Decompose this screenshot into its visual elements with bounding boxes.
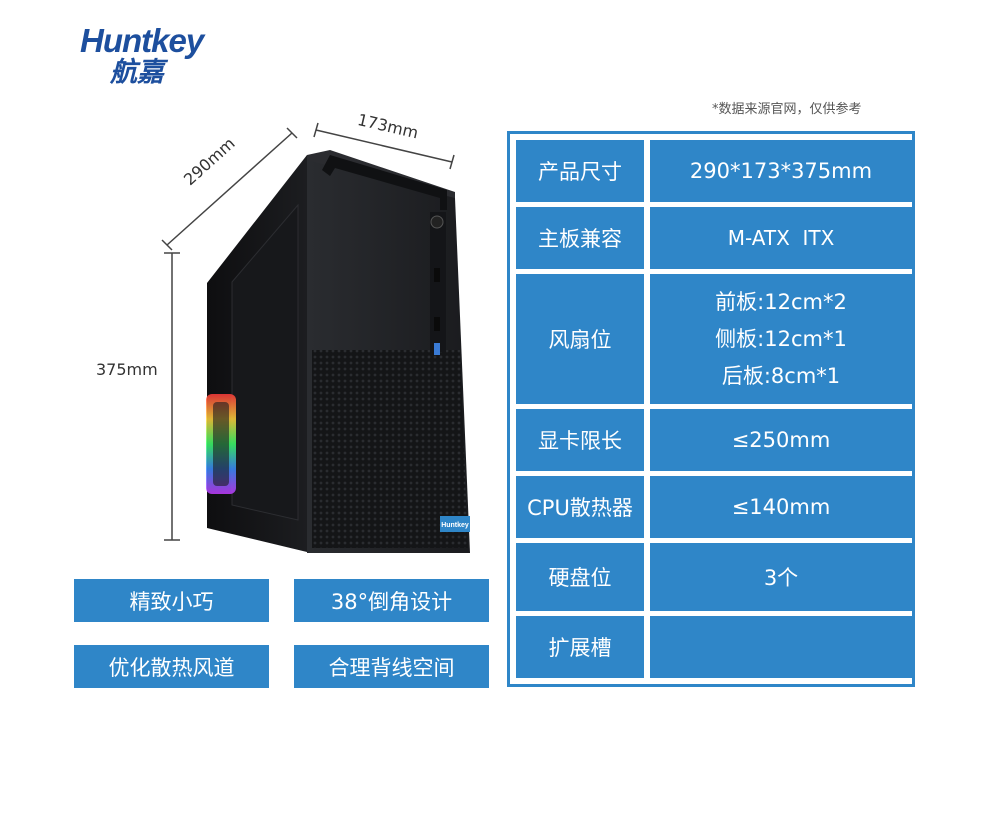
spec-label-motherboard: 主板兼容 xyxy=(516,207,644,269)
spec-label-drive-bays: 硬盘位 xyxy=(516,543,644,611)
brand-name-en: Huntkey xyxy=(80,22,204,59)
spec-label-fans: 风扇位 xyxy=(516,274,644,404)
disclaimer-note: *数据来源官网，仅供参考 xyxy=(712,102,862,117)
brand-logo: Huntkey 航嘉 xyxy=(80,24,230,88)
feature-compact: 精致小巧 xyxy=(74,579,269,622)
spec-value-line: 前板:12cm*2 xyxy=(715,289,847,314)
spec-value-line: 侧板:12cm*1 xyxy=(715,326,847,351)
spec-value-line: M-ATX ITX xyxy=(727,226,835,250)
spec-label-cpu-cooler: CPU散热器 xyxy=(516,476,644,538)
spec-value-size: 290*173*375mm xyxy=(650,140,912,202)
brand-name-cn: 航嘉 xyxy=(110,57,164,88)
spec-value-drive-bays: 3个 xyxy=(650,543,912,611)
height-dimension-line xyxy=(164,252,180,541)
spec-table: 产品尺寸 290*173*375mm 主板兼容 M-ATX ITX 风扇位 前板… xyxy=(507,131,915,687)
spec-value-fans: 前板:12cm*2 侧板:12cm*1 后板:8cm*1 xyxy=(650,274,912,404)
spec-value-motherboard: M-ATX ITX xyxy=(650,207,912,269)
height-label: 375mm xyxy=(96,360,158,379)
spec-value-line: 3个 xyxy=(763,566,799,590)
feature-airflow: 优化散热风道 xyxy=(74,645,269,688)
case-badge-text: Huntkey xyxy=(441,522,469,529)
spec-value-line: ≤140mm xyxy=(731,495,831,519)
front-mesh xyxy=(312,350,468,548)
feature-chamfer: 38°倒角设计 xyxy=(294,579,489,622)
spec-value-cpu-cooler: ≤140mm xyxy=(650,476,912,538)
spec-value-expansion-slots xyxy=(650,616,912,678)
spec-label-gpu-length: 显卡限长 xyxy=(516,409,644,471)
spec-value-line: 后板:8cm*1 xyxy=(721,363,841,388)
width-dimension-line xyxy=(313,122,455,170)
spec-value-line: 290*173*375mm xyxy=(689,159,873,183)
spec-value-gpu-length: ≤250mm xyxy=(650,409,912,471)
case-badge xyxy=(440,516,470,532)
spec-value-line: ≤250mm xyxy=(731,428,831,452)
spec-label-expansion-slots: 扩展槽 xyxy=(516,616,644,678)
feature-cable-space: 合理背线空间 xyxy=(294,645,489,688)
spec-label-size: 产品尺寸 xyxy=(516,140,644,202)
power-button-icon xyxy=(430,215,444,229)
depth-dimension-line xyxy=(161,127,298,251)
